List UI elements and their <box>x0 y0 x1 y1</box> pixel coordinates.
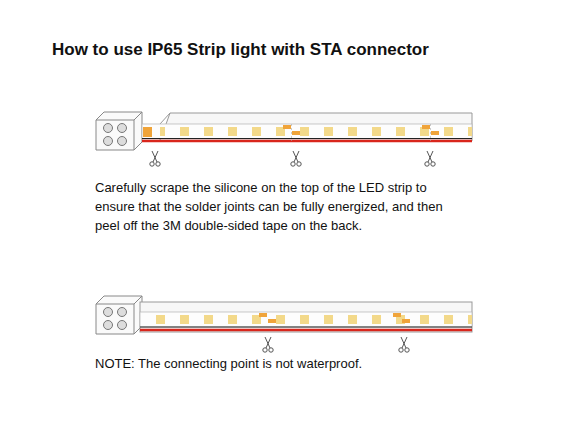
led-strip-bottom <box>96 296 472 352</box>
note-text: NOTE: The connecting point is not waterp… <box>95 354 495 373</box>
instruction-text: Carefully scrape the silicone on the top… <box>95 178 455 235</box>
led-strip-top <box>96 112 472 166</box>
page-title: How to use IP65 Strip light with STA con… <box>52 40 429 60</box>
